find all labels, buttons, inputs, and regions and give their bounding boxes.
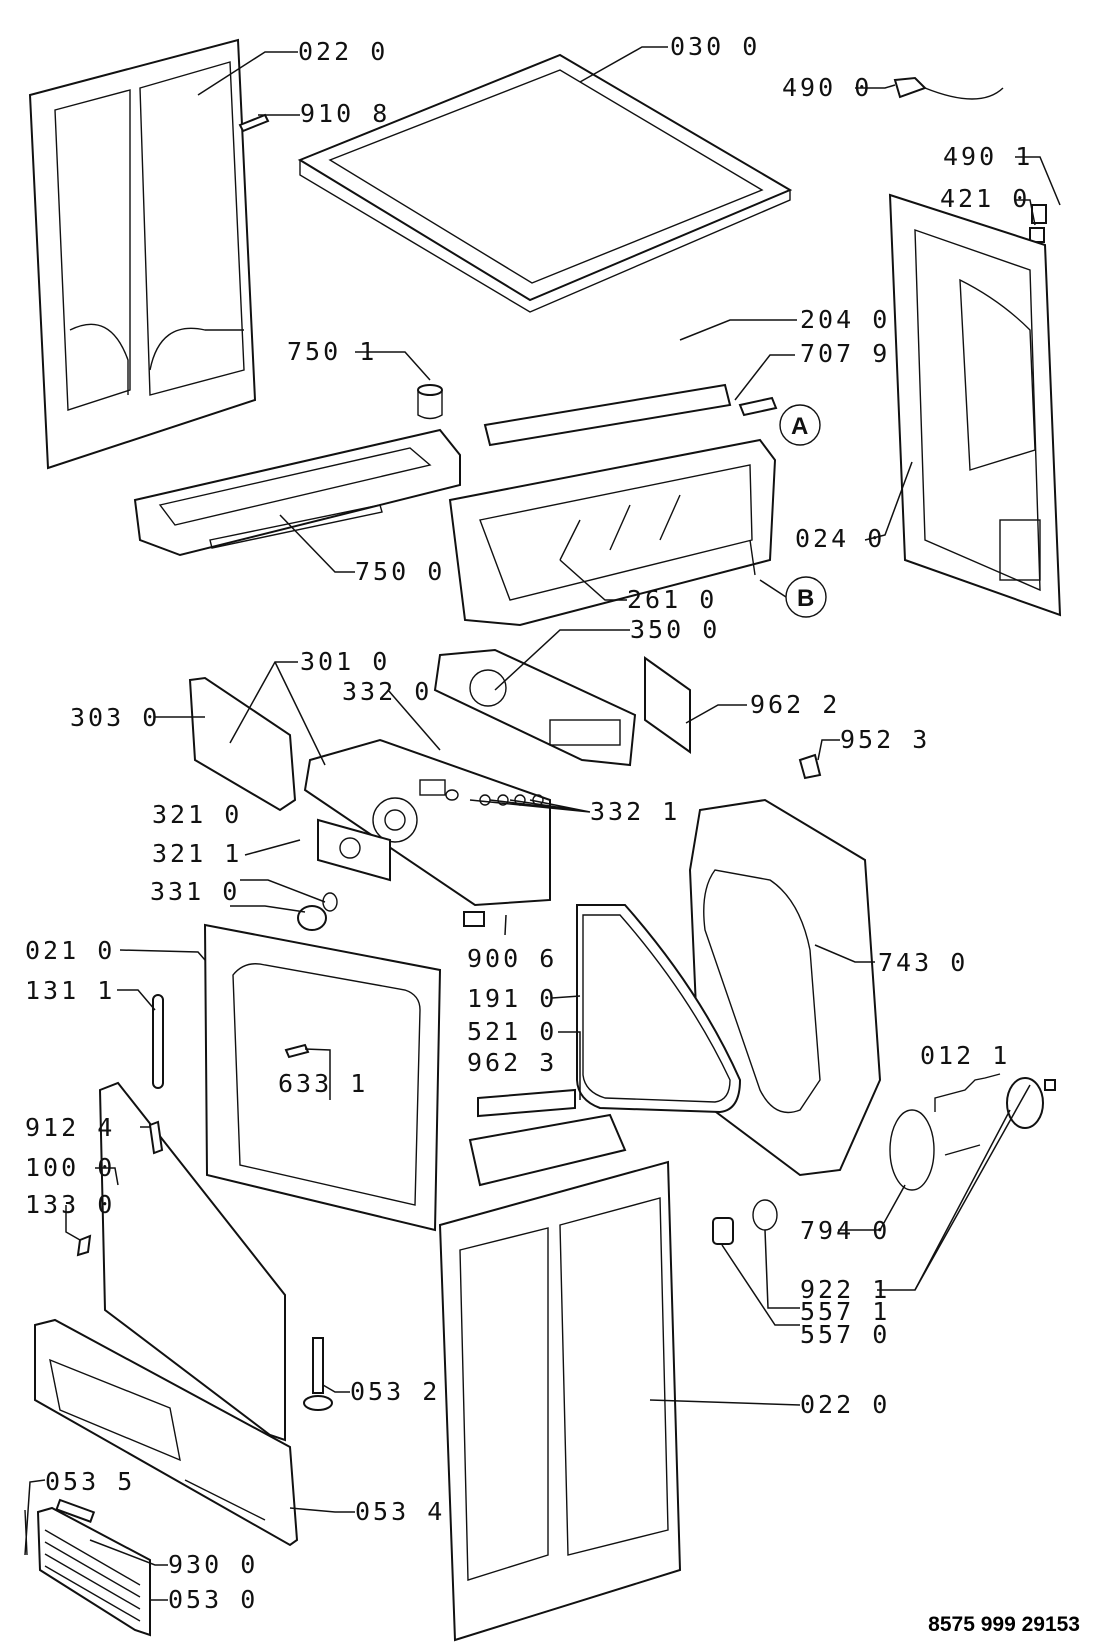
- pcb-part: [468, 1088, 627, 1187]
- belt-part: [889, 1109, 935, 1191]
- label-knob: 331 0: [150, 877, 240, 906]
- pin-part: [798, 753, 822, 780]
- back-panel-part: [888, 193, 1062, 617]
- label-back-panel: 024 0: [795, 524, 885, 553]
- label-electronic-module: 350 0: [630, 615, 720, 644]
- electronic-module-part: [433, 648, 637, 767]
- label-bearing-kit: 012 1: [920, 1041, 1010, 1070]
- label-water-container-holder: 750 0: [355, 557, 445, 586]
- label-label-sticker: 962 2: [750, 690, 840, 719]
- seal-strip-part: [483, 383, 732, 447]
- rear-drum-support-part: [688, 798, 882, 1177]
- label-gasket: 191 0: [467, 984, 557, 1013]
- label-strip: 053 5: [45, 1467, 135, 1496]
- label-door: 100 0: [25, 1153, 115, 1182]
- side-panel-left-part: [28, 38, 257, 470]
- label-cap: 750 1: [287, 337, 377, 366]
- label-grille: 053 0: [168, 1585, 258, 1614]
- label-pcb: 521 0: [467, 1017, 557, 1046]
- document-number: 8575 999 29153: [928, 1613, 1080, 1636]
- label-pin: 952 3: [840, 725, 930, 754]
- label-control-panel-fascia: 321 0: [152, 800, 242, 829]
- water-container-holder-part: [133, 428, 461, 557]
- label-foot: 053 2: [350, 1377, 440, 1406]
- control-panel-part: [303, 738, 551, 907]
- label-ring: 321 1: [152, 839, 242, 868]
- callout-b: B: [797, 585, 814, 612]
- cap-part: [417, 384, 443, 420]
- cord-clamp-part: [1029, 204, 1047, 243]
- label-front-panel: 021 0: [25, 936, 115, 965]
- water-container-part: [188, 676, 297, 812]
- callout-a: A: [791, 413, 808, 440]
- foot-part: [303, 1337, 333, 1411]
- label-condenser-housing: 261 0: [627, 585, 717, 614]
- door-lock-part: [152, 994, 164, 1089]
- label-rear-drum-support: 743 0: [878, 948, 968, 977]
- label-screw-door: 912 4: [25, 1113, 115, 1142]
- label-sticker-part: [644, 656, 691, 754]
- label-side-panel-left: 022 0: [298, 37, 388, 66]
- kickplate-part: [34, 1318, 299, 1547]
- label-hose-connector: 707 9: [800, 339, 890, 368]
- label-screw-top: 910 8: [300, 99, 390, 128]
- screw-door-part: [148, 1120, 164, 1155]
- leader-lines: [24, 46, 1061, 1601]
- label-seal-strip: 204 0: [800, 305, 890, 334]
- label-control-panel-frame: 301 0: [300, 647, 390, 676]
- hose-connector-part: A: [738, 396, 821, 446]
- label-o-ring: 557 1: [800, 1297, 890, 1326]
- label-top-cover: 030 0: [670, 32, 760, 61]
- front-panel-part: [203, 923, 442, 1232]
- bearing-kit-part: [934, 1073, 1056, 1156]
- door-hinge-part: [76, 1234, 92, 1257]
- label-clip: 900 6: [467, 944, 557, 973]
- label-power-cord: 490 0: [782, 73, 872, 102]
- door-catch-part: [284, 1043, 310, 1059]
- label-label-pcb: 962 3: [467, 1048, 557, 1077]
- door-part: [98, 1081, 286, 1442]
- part-labels: 022 0 910 8 030 0 490 0 490 1 421 0 204 …: [25, 32, 1033, 1614]
- screw-part: [238, 113, 270, 133]
- side-panel-right-part: [438, 1160, 682, 1642]
- label-knob-small: 332 0: [342, 677, 432, 706]
- grille-part: [36, 1498, 151, 1637]
- top-cover-part: [297, 53, 793, 313]
- label-kickplate: 053 4: [355, 1497, 445, 1526]
- sensor-part: [712, 1199, 778, 1245]
- power-cord-part: [893, 76, 1004, 100]
- label-door-hinge: 133 0: [25, 1190, 115, 1219]
- label-bushing: 922 1: [800, 1275, 890, 1304]
- condenser-housing-part: B: [448, 438, 827, 627]
- label-water-container: 303 0: [70, 703, 160, 732]
- clip-part: [463, 911, 485, 927]
- label-door-catch: 633 1: [278, 1069, 368, 1098]
- label-filter: 930 0: [168, 1550, 258, 1579]
- label-connector: 421 0: [940, 184, 1030, 213]
- label-side-panel-right: 022 0: [800, 1390, 890, 1419]
- label-buttons: 332 1: [590, 797, 680, 826]
- label-cord-clamp: 490 1: [943, 142, 1033, 171]
- label-belt: 794 0: [800, 1216, 890, 1245]
- label-door-lock: 131 1: [25, 976, 115, 1005]
- label-sensor: 557 0: [800, 1320, 890, 1349]
- gasket-part: [576, 904, 742, 1114]
